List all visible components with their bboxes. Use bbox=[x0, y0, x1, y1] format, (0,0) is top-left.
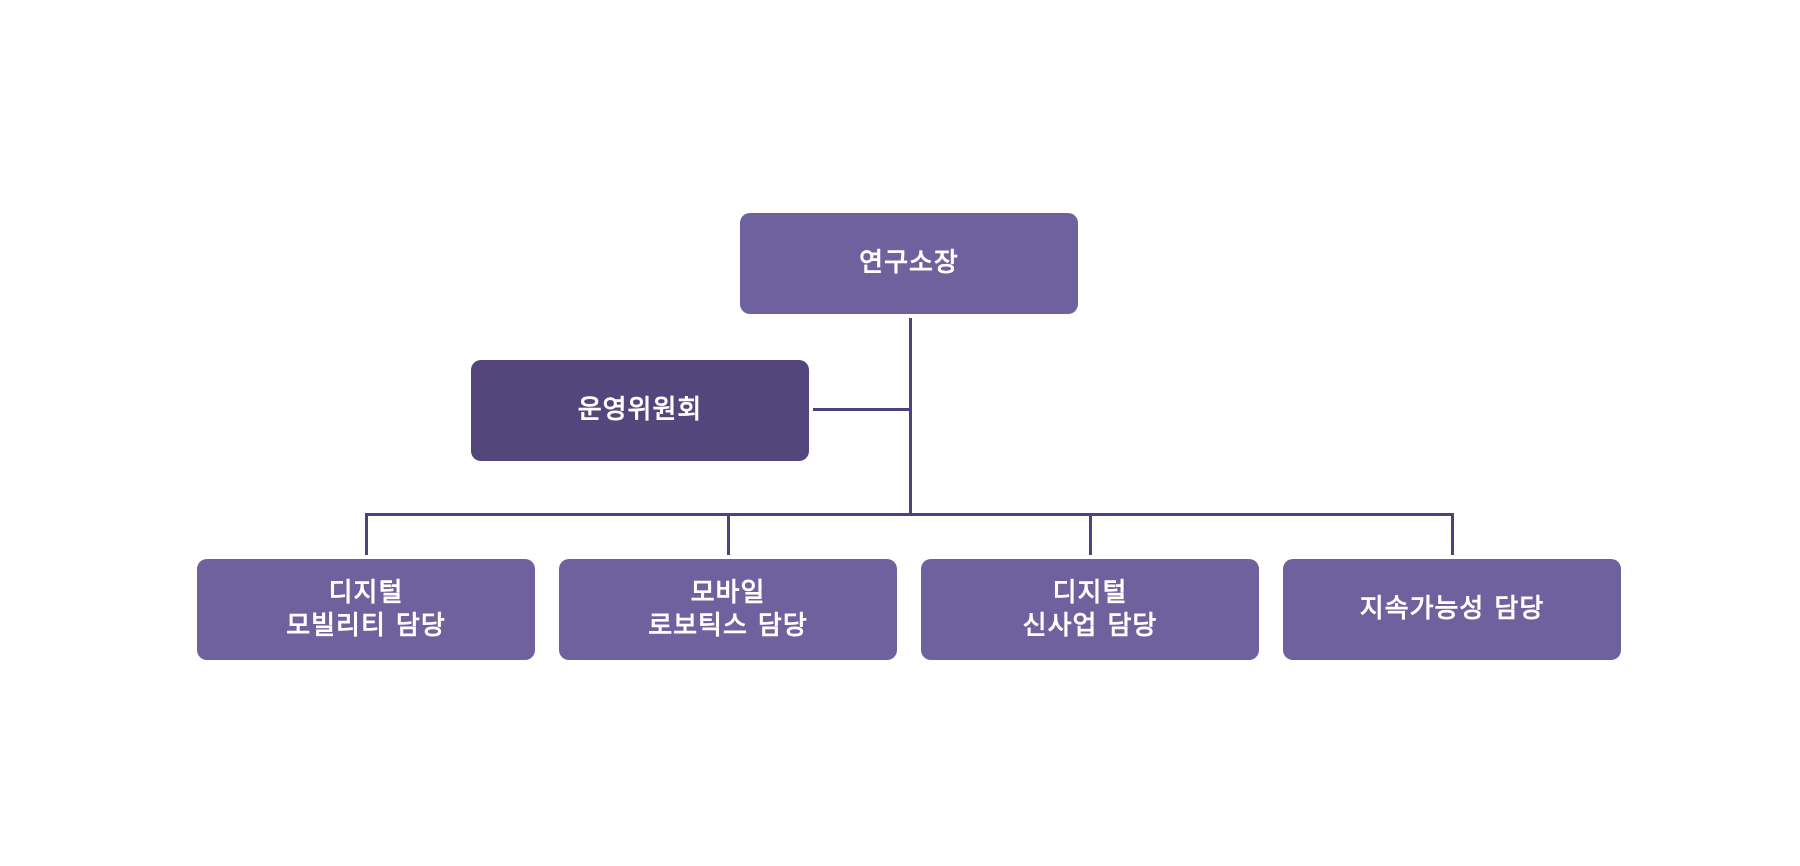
node-director: 연구소장 bbox=[740, 213, 1078, 314]
node-mobile-robotics: 모바일 로보틱스 담당 bbox=[559, 559, 897, 660]
node-operating-committee-label: 운영위원회 bbox=[577, 395, 703, 425]
node-digital-new-business-label-line-2: 신사업 담당 bbox=[1022, 610, 1158, 641]
connector-director-trunk bbox=[909, 318, 912, 515]
connector-committee-branch bbox=[813, 408, 910, 411]
node-sustainability-label: 지속가능성 담당 bbox=[1359, 594, 1545, 624]
connector-drop-digital-mobility bbox=[365, 513, 368, 555]
node-operating-committee: 운영위원회 bbox=[471, 360, 809, 461]
connector-horizontal-bus bbox=[365, 513, 1454, 516]
node-mobile-robotics-label-line-2: 로보틱스 담당 bbox=[648, 610, 808, 641]
node-digital-mobility-label-line-2: 모빌리티 담당 bbox=[286, 610, 446, 641]
node-mobile-robotics-label-line-1: 모바일 bbox=[690, 577, 766, 608]
node-digital-mobility-label-line-1: 디지털 bbox=[328, 577, 404, 608]
node-sustainability: 지속가능성 담당 bbox=[1283, 559, 1621, 660]
node-digital-mobility: 디지털 모빌리티 담당 bbox=[197, 559, 535, 660]
node-director-label: 연구소장 bbox=[859, 248, 959, 278]
connector-drop-sustainability bbox=[1451, 513, 1454, 555]
node-digital-new-business-label-line-1: 디지털 bbox=[1052, 577, 1128, 608]
connector-drop-digital-new-business bbox=[1089, 513, 1092, 555]
node-digital-new-business: 디지털 신사업 담당 bbox=[921, 559, 1259, 660]
connector-drop-mobile-robotics bbox=[727, 513, 730, 555]
